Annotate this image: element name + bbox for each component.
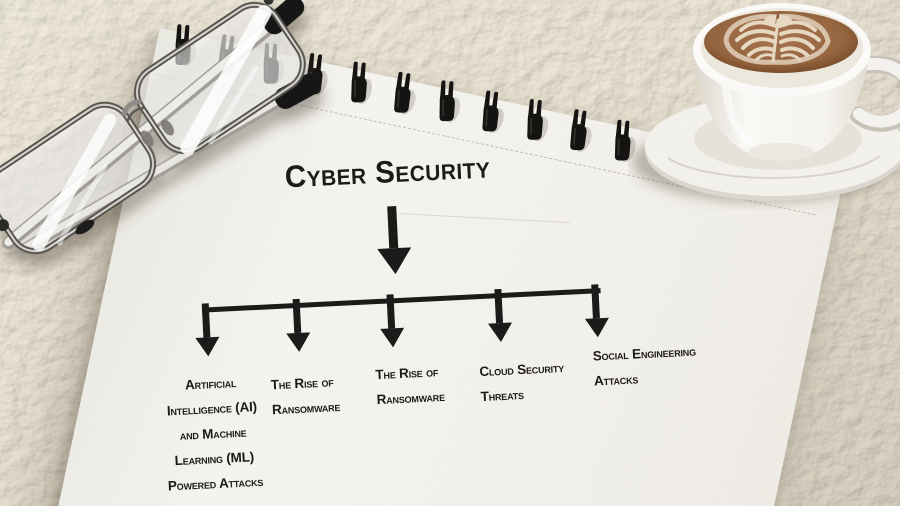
- eyeglasses: [0, 0, 321, 255]
- root-arrow-icon: [387, 205, 399, 249]
- branch-label-ransomware-1: The Rise of Ransomware: [270, 374, 341, 418]
- branch-label-ransomware-2: The Rise of Ransomware: [375, 364, 446, 408]
- branch-label-cloud-security: Cloud Security Threats: [479, 360, 565, 405]
- branch-connector: [201, 288, 601, 313]
- latte-art: [704, 11, 858, 73]
- coffee-cup: [632, 3, 900, 202]
- branch-label-social-engineering: Social Engineering Attacks: [592, 343, 697, 389]
- branch-label-ai-ml: Artificial Intelligence (AI) and Machine…: [166, 375, 264, 494]
